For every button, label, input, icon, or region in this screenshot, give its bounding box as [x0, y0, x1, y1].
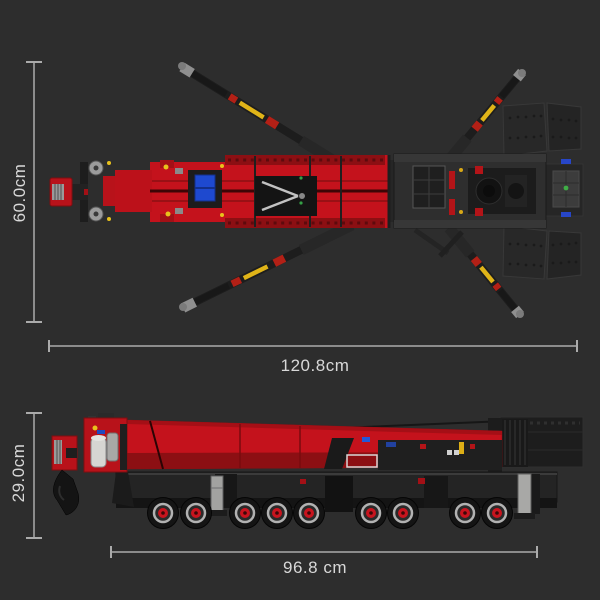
wheel: [292, 496, 326, 530]
top-view-illustration: [49, 62, 584, 319]
top-view-height-label: 60.0cm: [10, 163, 29, 223]
boom-head-side-view: [83, 413, 128, 473]
grapple-hook: [53, 469, 79, 516]
wheel: [146, 496, 180, 530]
wheel: [179, 496, 213, 530]
top-view-height-dimension-line: [26, 61, 42, 323]
wheel: [386, 496, 420, 530]
boom-side-view: [126, 419, 503, 470]
support-jack-front: [207, 475, 227, 516]
top-view-width-label: 120.8cm: [280, 356, 350, 375]
carrier-platform-top: [388, 153, 547, 229]
dimension-lines: [26, 61, 578, 558]
side-view-length-dimension-line: [110, 546, 538, 558]
wheel: [448, 496, 482, 530]
side-view-height-dimension-line: [26, 412, 42, 539]
counterweight-side-view: [499, 416, 584, 468]
hook-block-side-view: [51, 435, 79, 516]
top-view-width-dimension-line: [48, 340, 578, 352]
boom-top-view: [115, 155, 391, 228]
rear-fold-arm: [413, 227, 450, 256]
wheel: [260, 496, 294, 530]
side-view-illustration: [51, 413, 584, 530]
side-view-length-label: 96.8 cm: [283, 558, 347, 577]
side-view-height-label: 29.0cm: [9, 443, 28, 503]
outrigger-beam-rear-right-bottom: [444, 224, 524, 319]
outrigger-beam-front-left-bottom: [179, 220, 355, 313]
counterweight-panels: [502, 102, 584, 280]
indicator-green-dot: [563, 185, 569, 191]
chassis-side-view: [112, 471, 558, 512]
wheel: [480, 496, 514, 530]
wheel: [228, 496, 262, 530]
wheel: [354, 496, 388, 530]
rear-fold-arm: [438, 230, 464, 258]
support-jack-rear: [514, 473, 540, 519]
cab-top-view: [160, 160, 224, 222]
hook-block-top-view: [49, 177, 88, 207]
